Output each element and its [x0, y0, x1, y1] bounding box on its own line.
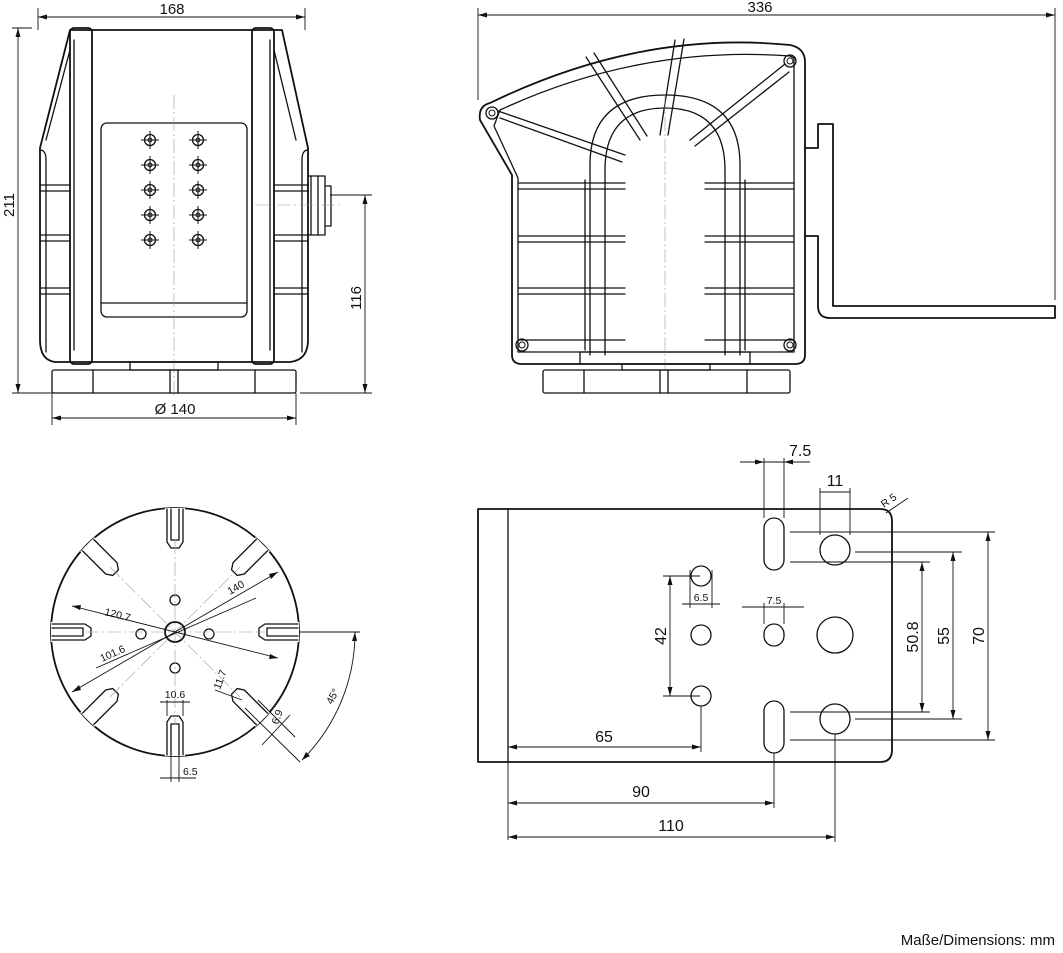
dim-spacing-55: 55: [936, 627, 953, 645]
dim-angle-45: 45°: [324, 687, 342, 707]
dim-spacing-42: 42: [653, 627, 670, 645]
front-view: 168 211 116 Ø 140: [1, 1, 372, 425]
dim-radius-r5: R 5: [879, 491, 899, 510]
dim-slot-7-5: 7.5: [789, 443, 811, 460]
dim-slot-11-7: 11.7: [212, 668, 230, 691]
dim-hole-7-5: 7.5: [767, 595, 782, 607]
dim-offset-110: 110: [658, 818, 684, 835]
dim-spacing-70: 70: [971, 627, 988, 645]
dim-hole-11: 11: [827, 473, 844, 490]
dim-width-168: 168: [159, 1, 184, 18]
units-note: Maße/Dimensions: mm: [901, 932, 1055, 949]
dim-140: 140: [226, 578, 247, 597]
bracket-view: 7.5 11 R 5 6.5 7.5 42 50.8: [477, 443, 995, 842]
dim-offset-65: 65: [595, 729, 613, 746]
dim-slot-10-6: 10.6: [165, 689, 186, 701]
dim-offset-90: 90: [632, 784, 650, 801]
dim-slot-6-5: 6.5: [183, 766, 198, 778]
dim-slot-6-9: 6.9: [270, 708, 286, 726]
dim-height-211: 211: [1, 193, 18, 217]
dim-120-7: 120.7: [103, 606, 132, 624]
base-plate-view: 120.7 140 101.6 10.6 6.5 11.7 6.9 45°: [50, 507, 360, 782]
dim-base-diameter-140: Ø 140: [155, 401, 196, 418]
dim-length-336: 336: [747, 0, 772, 16]
dim-hole-6-5: 6.5: [694, 592, 709, 604]
side-view: 336: [477, 0, 1056, 394]
dim-base-height-116: 116: [348, 286, 365, 310]
dim-spacing-50-8: 50.8: [905, 621, 922, 652]
dim-101-6: 101.6: [98, 643, 127, 665]
